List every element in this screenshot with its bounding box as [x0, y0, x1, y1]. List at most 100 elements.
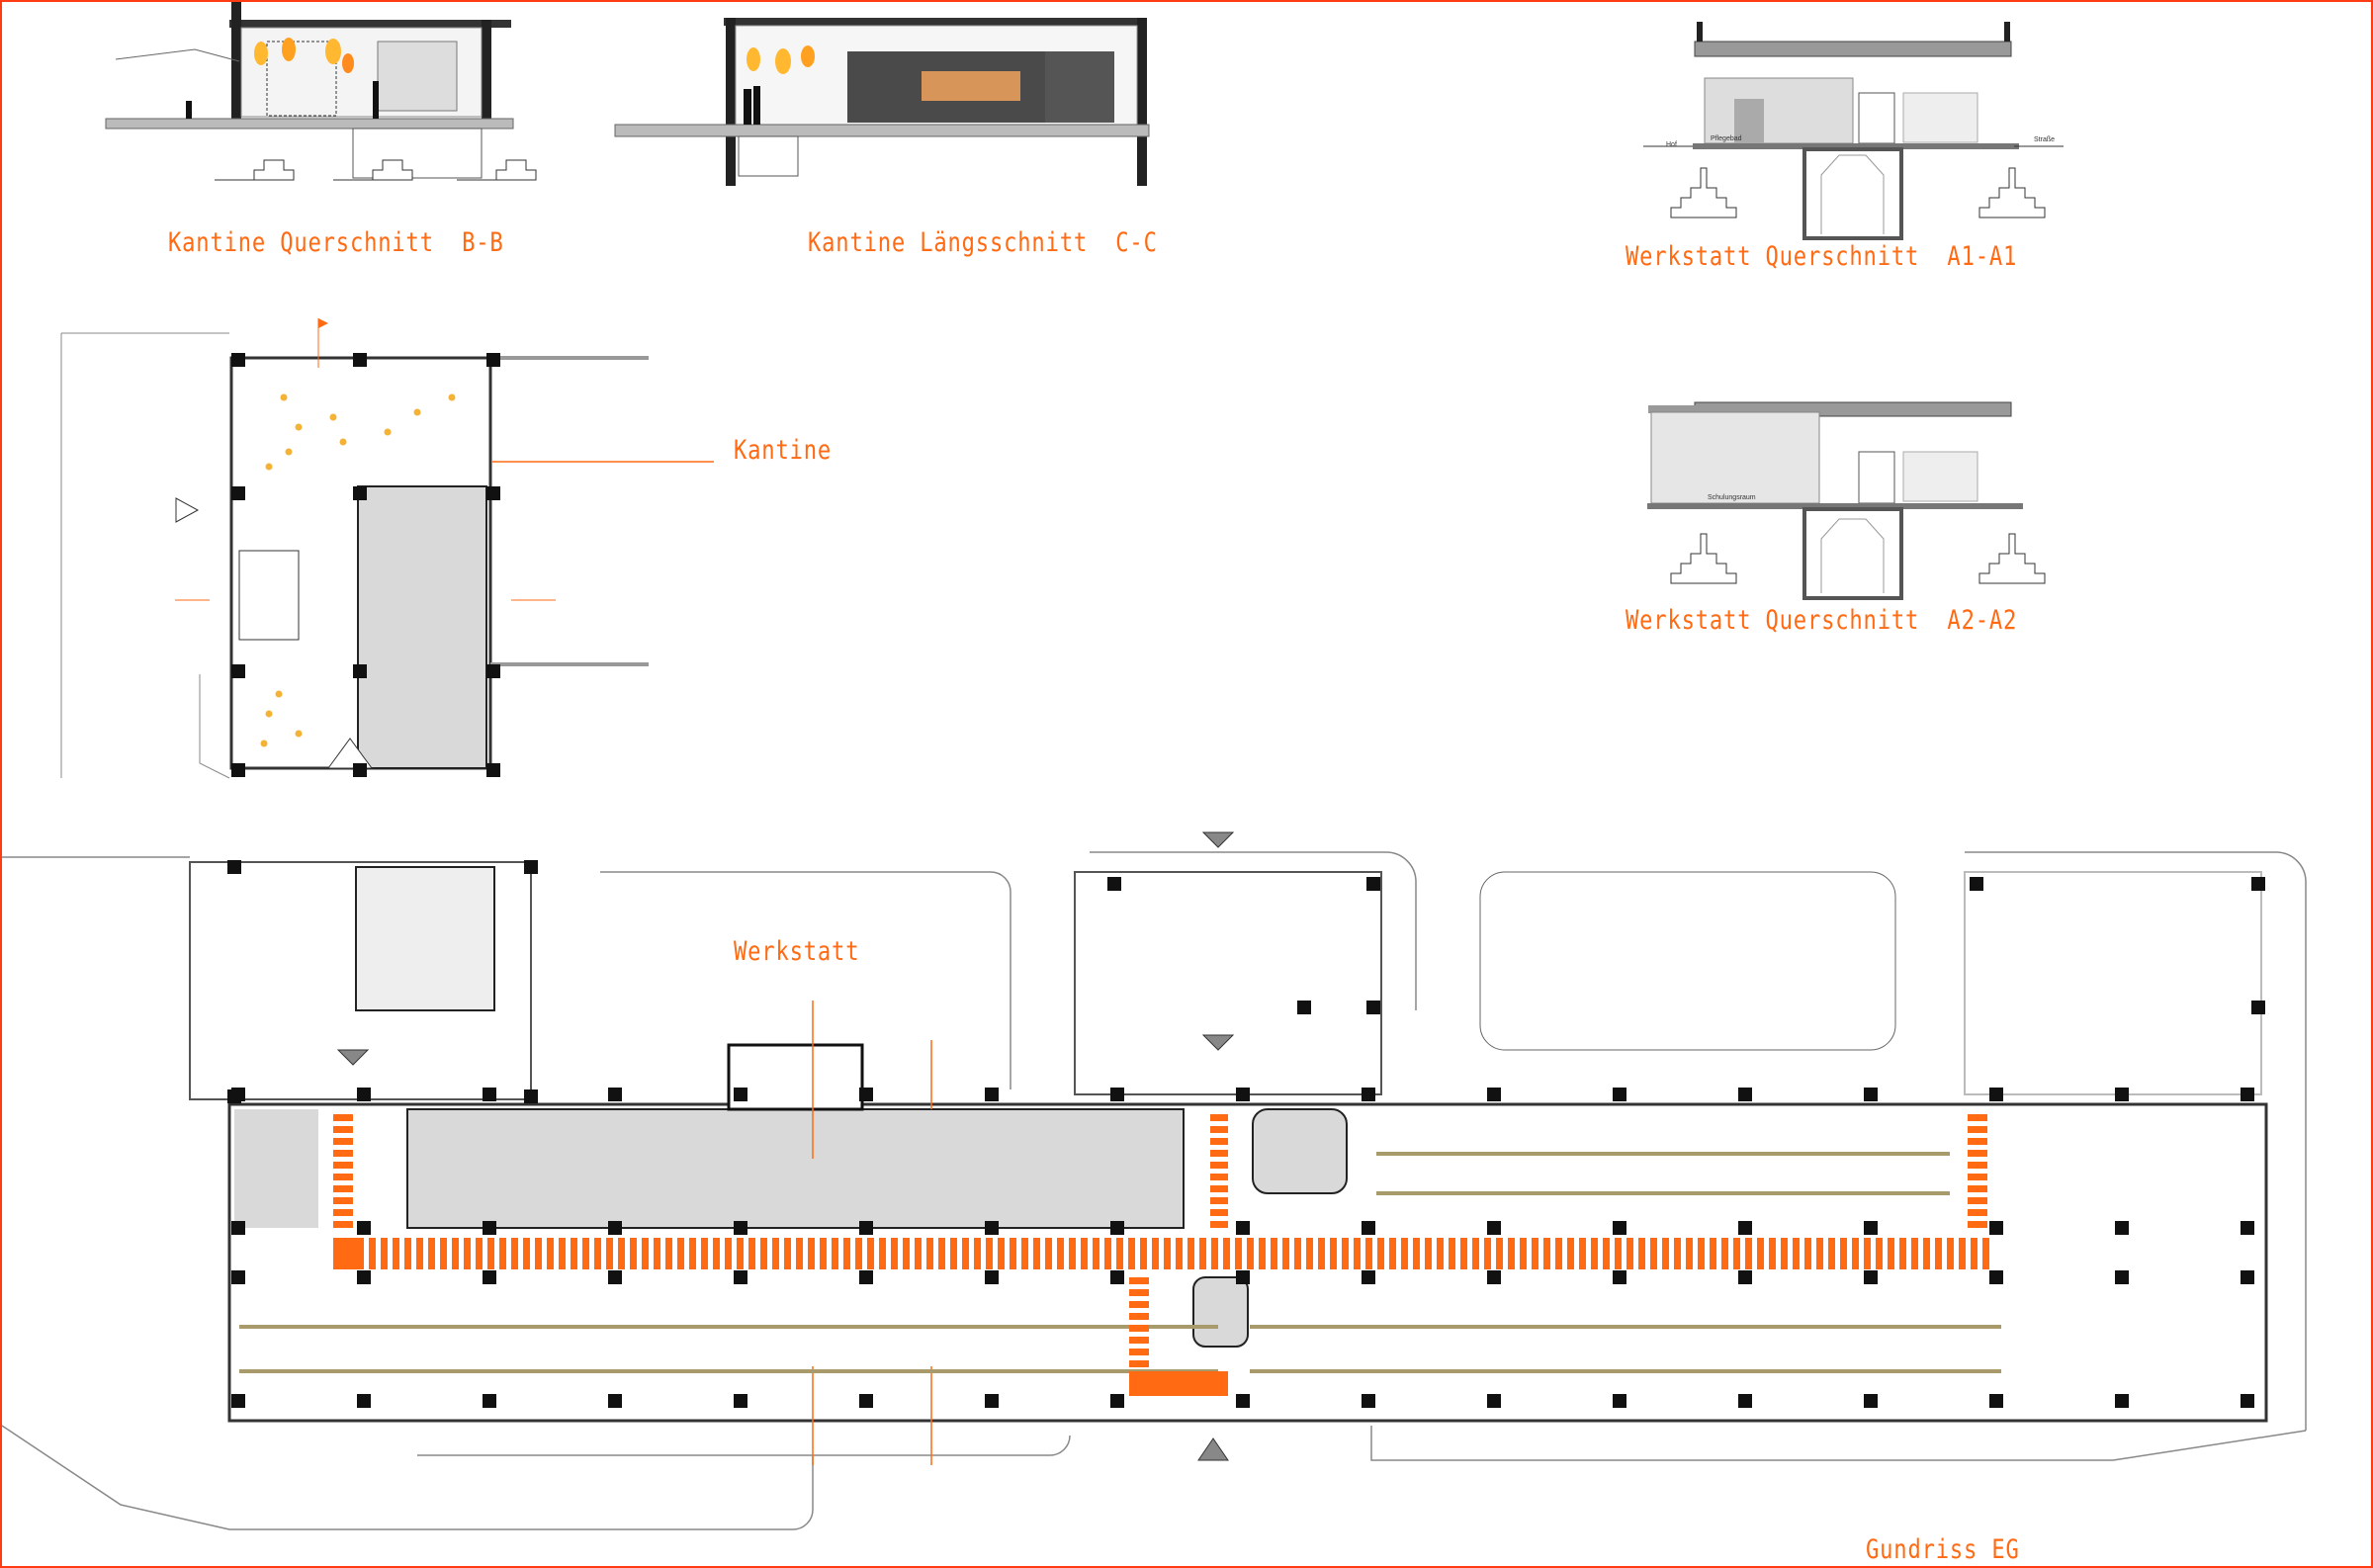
column: [353, 486, 367, 500]
corridor-marking: [974, 1238, 981, 1269]
crane-rail: [1376, 1191, 1950, 1195]
corridor-marking: [1947, 1238, 1954, 1269]
column: [1989, 1088, 2003, 1101]
stair-marking: [1129, 1325, 1149, 1332]
corridor-marking: [1626, 1238, 1633, 1269]
corridor-marking: [1520, 1238, 1527, 1269]
corridor-marking: [1638, 1238, 1645, 1269]
stair-marking: [333, 1197, 353, 1204]
corridor-marking: [808, 1238, 815, 1269]
column: [486, 664, 500, 678]
corridor-marking: [1591, 1238, 1598, 1269]
corridor-marking: [1555, 1238, 1562, 1269]
section-werkstatt-a1: Hof Straße Pflegebad: [1643, 22, 2064, 240]
corridor-marking: [1294, 1238, 1301, 1269]
column: [1110, 1221, 1124, 1235]
label-kantine: Kantine: [734, 435, 833, 466]
title-werkstatt-querschnitt-a2: Werkstatt Querschnitt A2-A2: [1626, 605, 2018, 636]
column: [1613, 1221, 1626, 1235]
title-werkstatt-querschnitt-a1: Werkstatt Querschnitt A1-A1: [1626, 241, 2018, 272]
corridor-marking: [630, 1238, 637, 1269]
corridor-marking: [1757, 1238, 1764, 1269]
column: [985, 1088, 999, 1101]
column: [231, 1394, 245, 1408]
column: [353, 763, 367, 777]
corridor-marking: [1852, 1238, 1859, 1269]
column: [2241, 1394, 2254, 1408]
column: [1864, 1088, 1878, 1101]
column: [1366, 877, 1380, 891]
column: [734, 1221, 747, 1235]
corridor-marking: [689, 1238, 696, 1269]
note-hof: Hof: [1666, 141, 1677, 148]
column: [1738, 1394, 1752, 1408]
corridor-marking: [1235, 1238, 1242, 1269]
corridor-marking: [1330, 1238, 1337, 1269]
corridor-marking: [381, 1238, 388, 1269]
corridor-marking: [855, 1238, 862, 1269]
column: [985, 1394, 999, 1408]
corridor-marking: [1769, 1238, 1776, 1269]
note-pflegebad: Pflegebad: [1711, 135, 1742, 142]
corridor-marking: [369, 1238, 376, 1269]
stair-marking: [1968, 1150, 1987, 1157]
corridor-marking: [1840, 1238, 1847, 1269]
corridor-marking: [1804, 1238, 1811, 1269]
corridor-marking: [713, 1238, 720, 1269]
corridor-marking: [1306, 1238, 1313, 1269]
stair-marking: [1129, 1349, 1149, 1355]
corridor-marking: [1449, 1238, 1455, 1269]
stair-marking: [1210, 1197, 1228, 1204]
corridor-marking: [1116, 1238, 1123, 1269]
corridor-marking: [1532, 1238, 1538, 1269]
column: [1864, 1221, 1878, 1235]
stair-marking: [1129, 1337, 1149, 1344]
corridor-marking: [1010, 1238, 1016, 1269]
corridor-marking: [1271, 1238, 1277, 1269]
corridor-marking: [499, 1238, 506, 1269]
corridor-marking: [1187, 1238, 1194, 1269]
corridor-marking: [1721, 1238, 1728, 1269]
stair-marking: [1968, 1185, 1987, 1192]
column: [859, 1270, 873, 1284]
section-kantine-bb: [105, 2, 537, 181]
column: [524, 860, 538, 874]
column: [357, 1394, 371, 1408]
corridor-marking: [701, 1238, 708, 1269]
corridor-marking: [1603, 1238, 1610, 1269]
corridor-marking: [903, 1238, 910, 1269]
stair-marking: [333, 1209, 353, 1216]
table-light: [260, 740, 268, 747]
corridor-marking: [1021, 1238, 1028, 1269]
table-light: [329, 413, 337, 421]
table-light: [448, 393, 456, 401]
stair-marking: [1968, 1138, 1987, 1145]
stair-marking: [1129, 1289, 1149, 1296]
stair-marking: [333, 1114, 353, 1121]
crane-rail: [1250, 1325, 2001, 1329]
corridor-marking: [1876, 1238, 1883, 1269]
corridor-marking: [404, 1238, 411, 1269]
corridor-marking: [582, 1238, 589, 1269]
column: [1236, 1088, 1250, 1101]
corridor-marking: [1733, 1238, 1740, 1269]
crane-rail: [1376, 1152, 1950, 1156]
corridor-marking: [1033, 1238, 1040, 1269]
corridor-marking: [665, 1238, 672, 1269]
column: [1107, 877, 1121, 891]
corridor-marking: [1508, 1238, 1515, 1269]
corridor-marking: [1437, 1238, 1444, 1269]
corridor-marking: [915, 1238, 922, 1269]
stair-marking: [1968, 1174, 1987, 1180]
column: [1613, 1394, 1626, 1408]
stair-marking: [1968, 1197, 1987, 1204]
column: [353, 353, 367, 367]
corridor-marking: [464, 1238, 471, 1269]
column: [859, 1088, 873, 1101]
stair-marking: [1210, 1209, 1228, 1216]
corridor-marking: [1615, 1238, 1622, 1269]
corridor-marking: [725, 1238, 732, 1269]
corridor-marking: [1282, 1238, 1289, 1269]
corridor-marking: [1543, 1238, 1550, 1269]
